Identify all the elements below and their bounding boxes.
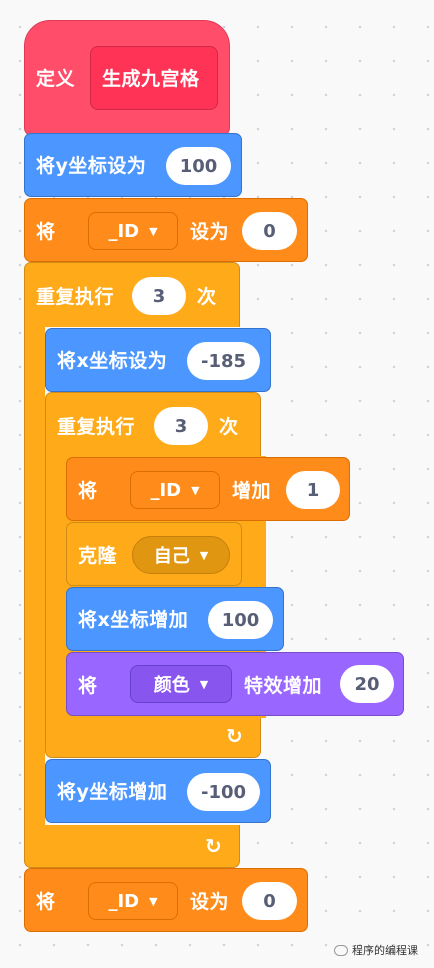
var-dropdown-2-label: _ID (150, 479, 182, 501)
chevron-down-icon: ▼ (149, 894, 158, 908)
loop-arrow-icon: ↻ (205, 834, 222, 858)
set-id-pre: 将 (36, 221, 56, 243)
effect-dropdown-label: 颜色 (153, 675, 190, 696)
clone-target-label: 自己 (153, 546, 190, 567)
set-id-final-pre: 将 (36, 891, 56, 913)
set-y-label: 将y坐标设为 (36, 155, 147, 177)
repeat-outer-input[interactable]: 3 (132, 277, 186, 315)
set-x-input[interactable]: -185 (187, 342, 260, 380)
change-id-pre: 将 (78, 480, 98, 502)
chevron-down-icon: ▼ (149, 224, 158, 238)
watermark: 程序的编程课 (334, 942, 418, 958)
var-dropdown-3-label: _ID (108, 890, 140, 912)
define-label: 定义 (36, 68, 76, 90)
repeat-inner-label: 重复执行 (57, 416, 136, 438)
var-dropdown-1-label: _ID (108, 220, 140, 242)
change-y-input[interactable]: -100 (187, 773, 260, 811)
watermark-text: 程序的编程课 (352, 944, 418, 957)
change-effect-post: 特效增加 (244, 675, 323, 697)
loop-arrow-icon: ↻ (226, 724, 243, 748)
set-x-label: 将x坐标设为 (57, 350, 168, 372)
chevron-down-icon: ▼ (199, 548, 209, 562)
define-name: 生成九宫格 (102, 68, 200, 90)
set-id-final-input[interactable]: 0 (242, 882, 297, 920)
change-x-label: 将x坐标增加 (78, 609, 189, 631)
clone-target-dropdown[interactable]: 自己 ▼ (132, 536, 230, 574)
var-dropdown-3[interactable]: _ID ▼ (88, 882, 178, 920)
repeat-outer-label: 重复执行 (36, 286, 115, 308)
repeat-inner-post: 次 (219, 416, 239, 438)
change-x-input[interactable]: 100 (208, 601, 273, 639)
repeat-inner-input[interactable]: 3 (154, 407, 208, 445)
change-id-input[interactable]: 1 (286, 471, 340, 509)
set-id-input[interactable]: 0 (242, 212, 297, 250)
change-effect-pre: 将 (78, 675, 98, 697)
set-id-final-post: 设为 (190, 891, 230, 913)
chevron-down-icon: ▼ (199, 677, 209, 691)
wechat-icon (334, 944, 348, 956)
repeat-outer-post: 次 (197, 286, 217, 308)
change-id-post: 增加 (232, 480, 272, 502)
var-dropdown-1[interactable]: _ID ▼ (88, 212, 178, 250)
change-effect-input[interactable]: 20 (340, 665, 394, 703)
set-id-post: 设为 (190, 221, 230, 243)
clone-label: 克隆 (78, 545, 118, 567)
define-name-slot[interactable] (90, 46, 218, 110)
change-y-label: 将y坐标增加 (57, 781, 168, 803)
chevron-down-icon: ▼ (191, 483, 200, 497)
var-dropdown-2[interactable]: _ID ▼ (130, 471, 220, 509)
effect-dropdown[interactable]: 颜色 ▼ (130, 665, 232, 703)
set-y-input[interactable]: 100 (166, 147, 231, 185)
